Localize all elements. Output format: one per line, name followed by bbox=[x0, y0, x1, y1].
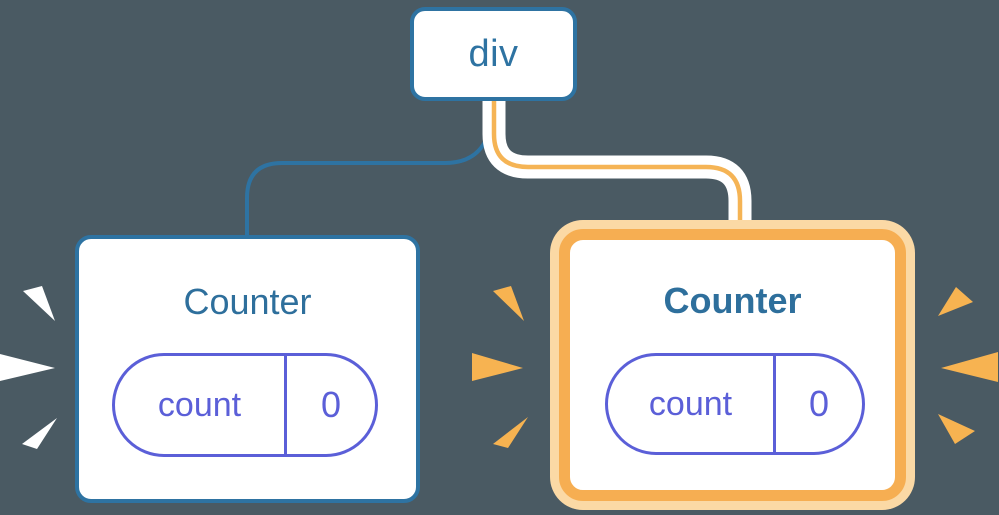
counter-title: Counter bbox=[183, 281, 312, 322]
state-key: count bbox=[648, 384, 733, 423]
state-value: 0 bbox=[284, 356, 375, 454]
state-key: count bbox=[157, 385, 242, 424]
counter-card-1: Counter count 0 bbox=[75, 235, 420, 503]
counter-title: Counter bbox=[663, 280, 802, 321]
state-pill: count 0 bbox=[605, 353, 865, 455]
counter-card-2-highlighted: Counter count 0 bbox=[559, 229, 906, 501]
state-value: 0 bbox=[773, 356, 862, 452]
burst-icon-white-left bbox=[0, 286, 57, 449]
burst-icon-orange-left bbox=[472, 286, 528, 448]
state-pill: count 0 bbox=[112, 353, 378, 457]
edge-div-to-counter-2-highlight bbox=[491, 98, 743, 234]
tree-root-node: div bbox=[410, 7, 577, 101]
burst-icon-orange-right bbox=[938, 287, 998, 444]
root-node-label: div bbox=[468, 32, 519, 75]
